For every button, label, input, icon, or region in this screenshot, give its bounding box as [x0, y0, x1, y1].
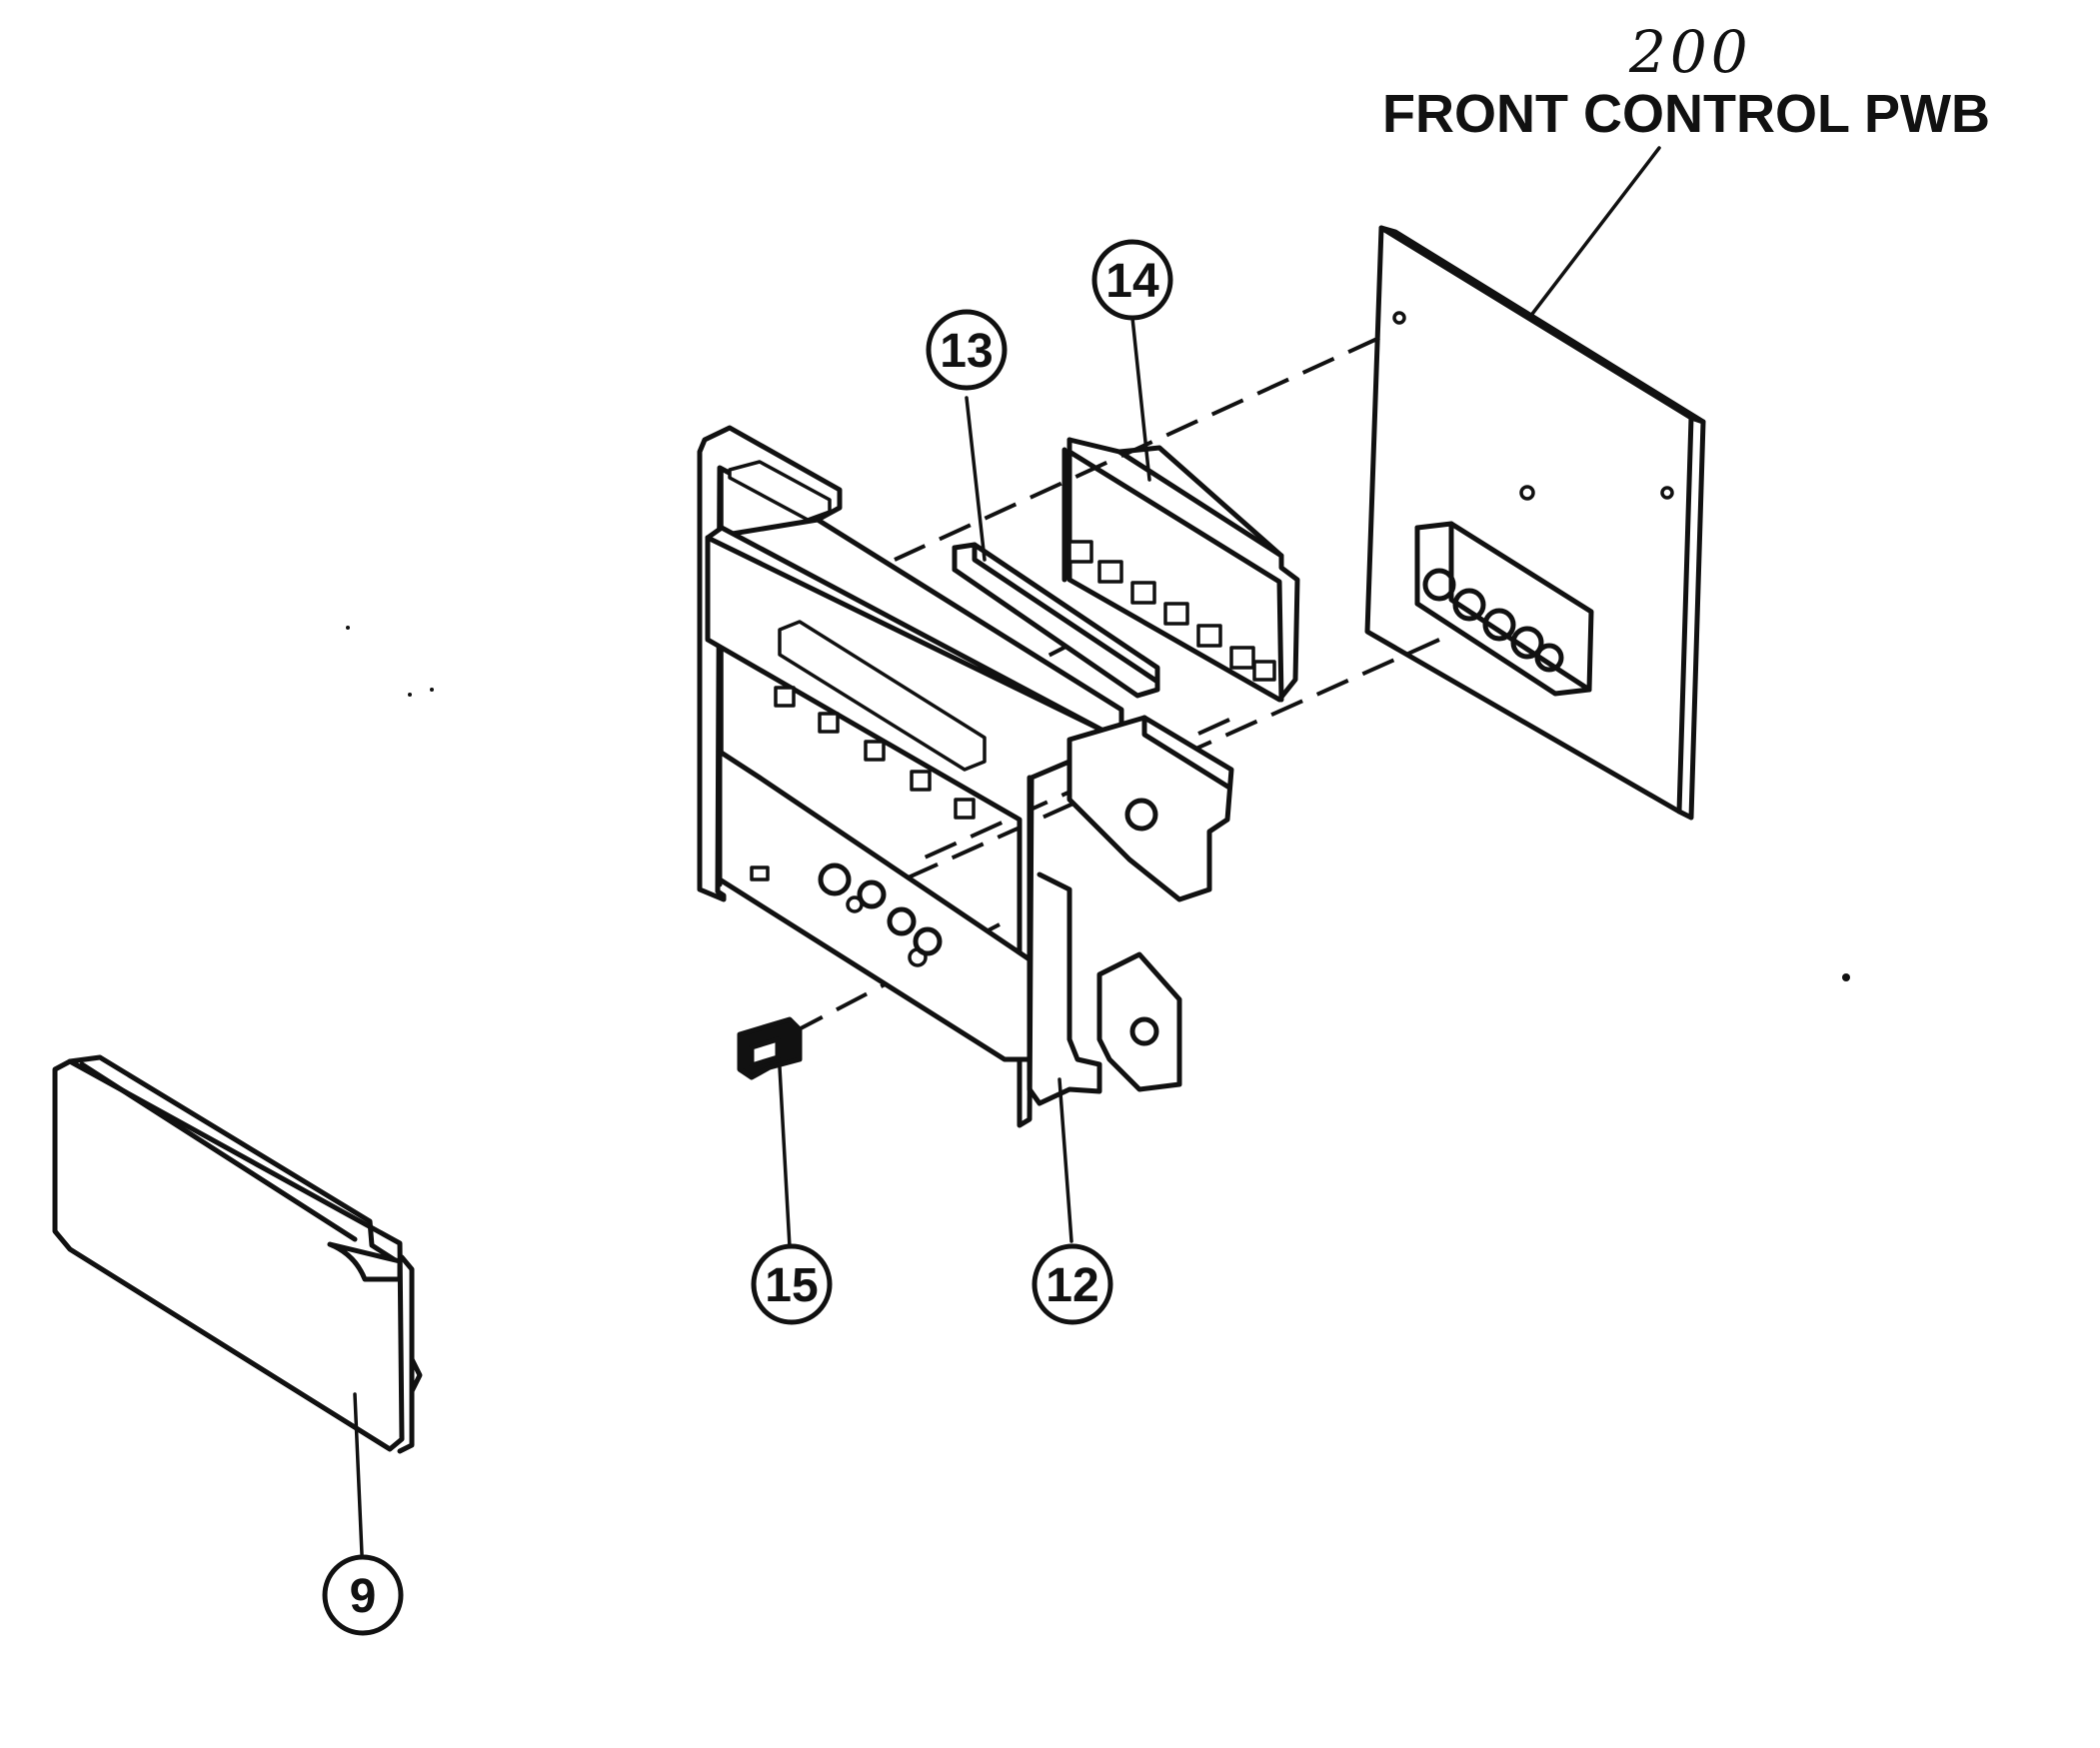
svg-text:14: 14 [1105, 255, 1159, 308]
leader-line-12 [1057, 1077, 1073, 1243]
callout-15: 15 [751, 1243, 833, 1325]
leader-line-15 [778, 1065, 792, 1249]
callout-12: 12 [1032, 1243, 1113, 1325]
scan-speck [408, 693, 412, 697]
leader-line-14 [1130, 316, 1151, 482]
part-15-clip [737, 1016, 803, 1080]
leader-line-9 [353, 1392, 364, 1556]
scan-speck [430, 688, 434, 692]
leader-line-13 [965, 396, 987, 562]
scan-speck [346, 626, 350, 630]
svg-text:12: 12 [1046, 1259, 1098, 1312]
svg-text:9: 9 [350, 1570, 377, 1623]
assembly-number: 200 [1628, 18, 1752, 86]
svg-text:13: 13 [940, 325, 993, 378]
callout-14: 14 [1091, 239, 1173, 321]
assembly-title: FRONT CONTROL PWB [1382, 84, 1990, 144]
part-14-switch-board [1061, 437, 1300, 703]
title-leader-line [1527, 146, 1661, 320]
part-12-main-bracket [697, 425, 1234, 1128]
svg-text:15: 15 [765, 1259, 818, 1312]
part-9-front-cover [52, 1054, 423, 1454]
callout-9: 9 [322, 1554, 404, 1636]
part-13-display-bar [952, 542, 1160, 699]
front-control-pwb [1364, 225, 1706, 821]
alignment-line [894, 336, 1380, 562]
scan-speck [1842, 973, 1850, 981]
callout-13: 13 [926, 309, 1008, 391]
